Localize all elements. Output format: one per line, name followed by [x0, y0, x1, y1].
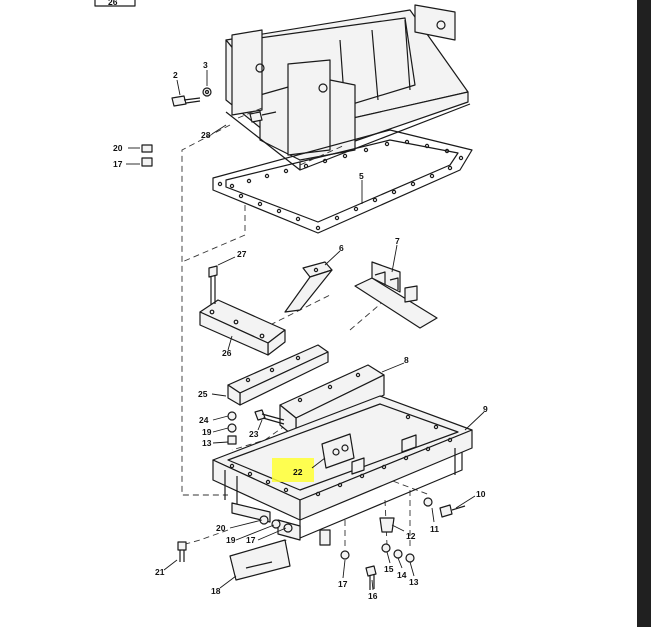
callout-19: 19 — [202, 427, 212, 437]
callout-5: 5 — [359, 171, 364, 181]
callout-2: 2 — [173, 70, 178, 80]
callout-20b: 20 — [216, 523, 226, 533]
bracket-7 — [354, 261, 438, 329]
gasket — [212, 129, 473, 234]
callout-8: 8 — [404, 355, 409, 365]
callout-26: 26 — [222, 348, 232, 358]
callout-13b: 13 — [409, 577, 419, 587]
gasket-holes — [217, 139, 464, 231]
callout-highlight — [272, 458, 314, 482]
scrollbar-track[interactable] — [637, 0, 651, 627]
callout-24: 24 — [199, 415, 209, 425]
header-box: 26 — [94, 0, 136, 7]
hardware — [141, 87, 466, 590]
callout-13: 13 — [202, 438, 212, 448]
callout-14: 14 — [397, 570, 407, 580]
callout-10: 10 — [476, 489, 486, 499]
leader-lines — [126, 70, 485, 591]
callout-28: 28 — [201, 130, 211, 140]
callout-22: 22 — [293, 467, 303, 477]
callout-6: 6 — [339, 243, 344, 253]
bracket-26 — [199, 299, 286, 356]
callout-11: 11 — [430, 524, 439, 534]
callout-27: 27 — [237, 249, 247, 259]
callout-16: 16 — [368, 591, 378, 601]
callout-labels: 2 3 20 17 28 5 27 6 7 26 8 25 9 24 19 13… — [113, 60, 488, 601]
callout-17: 17 — [113, 159, 123, 169]
tray-holes — [229, 414, 453, 497]
callout-25: 25 — [198, 389, 208, 399]
exploded-parts-diagram: 26 — [94, 0, 488, 601]
callout-15: 15 — [384, 564, 394, 574]
callout-20: 20 — [113, 143, 123, 153]
callout-17c: 17 — [338, 579, 348, 589]
bracket-6 — [284, 261, 333, 313]
callout-21: 21 — [155, 567, 165, 577]
header-box-label: 26 — [108, 0, 118, 7]
callout-17b: 17 — [246, 535, 256, 545]
callout-9: 9 — [483, 404, 488, 414]
callout-19b: 19 — [226, 535, 236, 545]
top-tank — [225, 4, 471, 171]
callout-12: 12 — [406, 531, 416, 541]
bolt-27 — [208, 265, 218, 305]
callout-23: 23 — [249, 429, 259, 439]
callout-7: 7 — [395, 236, 400, 246]
callout-3: 3 — [203, 60, 208, 70]
bracket-25 — [227, 344, 329, 406]
callout-18: 18 — [211, 586, 221, 596]
